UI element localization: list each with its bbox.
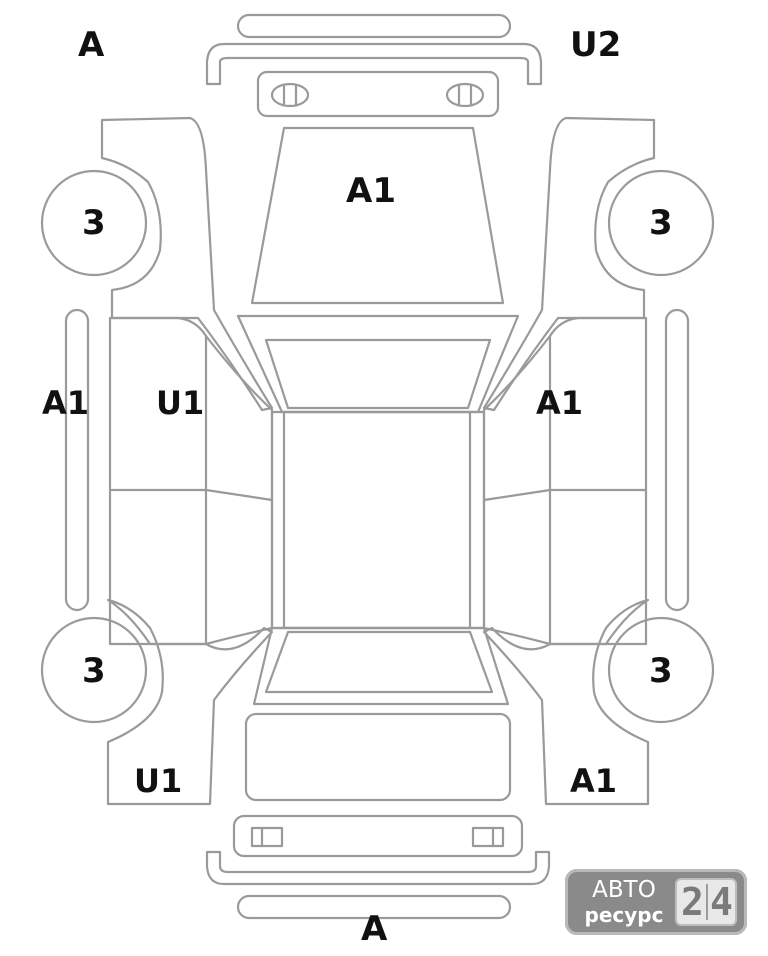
left-rear-quarter xyxy=(106,598,274,806)
label-front-grille: U2 xyxy=(570,25,621,65)
label-right-rear-wheel: 3 xyxy=(649,651,673,691)
rear-panel xyxy=(232,814,524,858)
label-front-bumper: A xyxy=(78,25,105,65)
left-sill xyxy=(64,308,90,612)
logo-digit-1: 2 xyxy=(681,880,704,924)
left-doors xyxy=(108,316,274,646)
trunk-lid xyxy=(244,712,512,802)
label-left-front-wheel: 3 xyxy=(82,203,106,243)
windshield xyxy=(236,314,520,414)
label-right-front-door: A1 xyxy=(536,384,583,422)
left-front-fender xyxy=(100,116,274,412)
right-rear-wheel xyxy=(607,616,715,724)
rear-window xyxy=(252,626,510,706)
label-left-rear-wheel: 3 xyxy=(82,651,106,691)
front-bumper xyxy=(205,13,543,86)
front-grille xyxy=(256,70,500,118)
hood-panel xyxy=(250,126,505,305)
logo-line1: АВТО xyxy=(592,877,656,903)
avtoresurs-logo: АВТО ресурс 2 4 xyxy=(565,869,747,935)
right-rear-quarter xyxy=(482,598,650,806)
left-rear-wheel xyxy=(40,616,148,724)
logo-line2: ресурс xyxy=(584,903,664,927)
rear-bumper xyxy=(205,850,551,920)
label-left-rear-quarter: U1 xyxy=(134,762,182,800)
right-doors xyxy=(482,316,648,646)
label-left-sill: A1 xyxy=(42,384,89,422)
right-sill xyxy=(664,308,690,612)
label-left-front-door: U1 xyxy=(156,384,204,422)
right-front-wheel xyxy=(607,169,715,277)
logo-digit-2: 4 xyxy=(710,880,733,924)
label-right-front-wheel: 3 xyxy=(649,203,673,243)
label-rear-bumper: A xyxy=(361,909,388,949)
label-hood: A1 xyxy=(346,171,396,211)
label-right-rear-quarter: A1 xyxy=(570,762,617,800)
logo-digits: 2 4 xyxy=(675,878,737,926)
logo-digit-divider xyxy=(706,884,708,920)
left-front-wheel xyxy=(40,169,148,277)
roof xyxy=(270,410,486,630)
right-front-fender xyxy=(482,116,656,412)
